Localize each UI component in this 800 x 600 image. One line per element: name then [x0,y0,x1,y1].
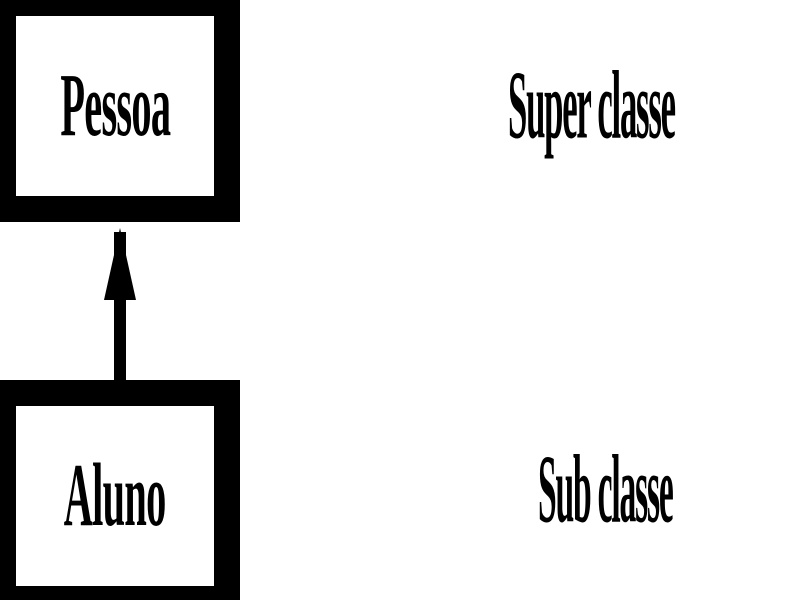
superclass-name: Pessoa [60,56,171,156]
superclass-role-label: Super classe [508,51,676,161]
superclass-box: Pessoa [0,0,240,222]
inheritance-arrowhead [104,228,136,300]
subclass-box: Aluno [0,380,240,600]
subclass-role-label: Sub classe [538,435,674,545]
subclass-name: Aluno [64,446,166,546]
